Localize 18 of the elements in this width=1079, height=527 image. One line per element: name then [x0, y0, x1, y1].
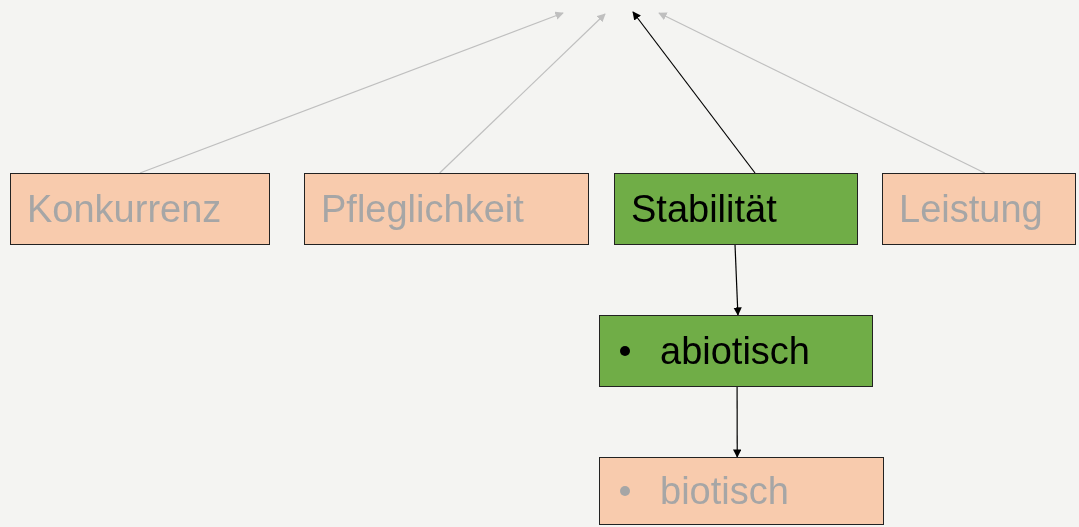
process-box [614, 173, 858, 245]
box-label: Leistung [898, 187, 1043, 231]
arrow [733, 386, 742, 458]
arrow [439, 13, 606, 174]
box-label: Pfleglichkeit [320, 187, 524, 231]
process-box [304, 173, 589, 245]
process-box [10, 173, 270, 245]
process-box [599, 315, 873, 387]
process-box [882, 173, 1076, 245]
box-label: abiotisch [660, 329, 810, 373]
process-box [599, 457, 884, 525]
arrow [733, 244, 742, 316]
arrow [632, 11, 756, 174]
box-label: Stabilität [630, 187, 777, 231]
box-label: Konkurrenz [26, 187, 222, 231]
arrow [139, 11, 564, 174]
arrow [658, 12, 986, 174]
box-label: biotisch [660, 469, 789, 513]
